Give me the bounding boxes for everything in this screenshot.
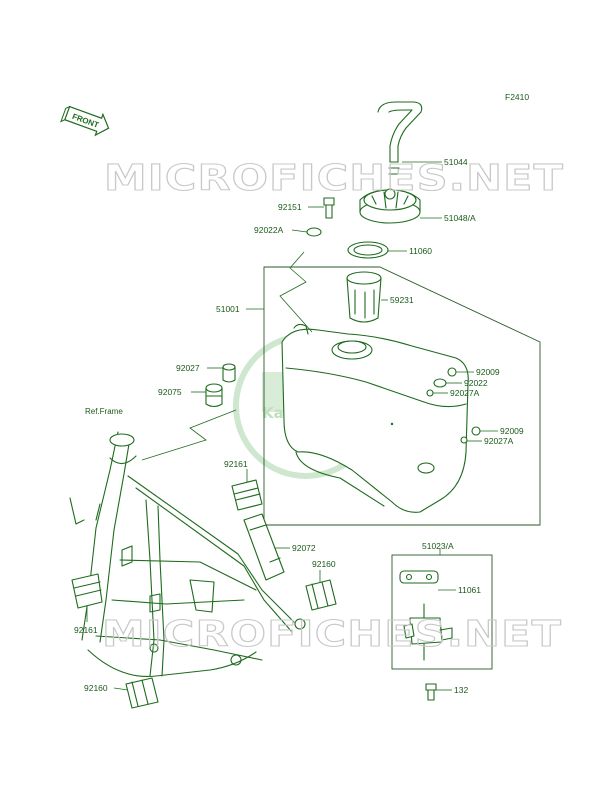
label-92160-a[interactable]: 92160 xyxy=(312,559,336,569)
label-92022[interactable]: 92022 xyxy=(464,378,488,388)
label-51044[interactable]: 51044 xyxy=(444,157,468,167)
label-132[interactable]: 132 xyxy=(454,685,468,695)
damper-92160-right xyxy=(305,579,337,611)
label-11061[interactable]: 11061 xyxy=(458,585,481,595)
damper-92160-lower xyxy=(125,677,159,709)
label-92072[interactable]: 92072 xyxy=(292,543,316,553)
filter-59231 xyxy=(346,271,382,323)
label-92027A-a[interactable]: 92027A xyxy=(450,388,480,398)
damper-92075 xyxy=(205,383,223,408)
leader-lines xyxy=(86,161,498,691)
label-92009-a[interactable]: 92009 xyxy=(476,367,500,377)
collar-92027 xyxy=(222,363,236,383)
frame-reference-drawing xyxy=(69,431,306,678)
label-51001[interactable]: 51001 xyxy=(216,304,240,314)
gasket-11061 xyxy=(399,570,439,584)
screw-132 xyxy=(425,683,437,701)
breather-hose-51044 xyxy=(377,101,423,163)
label-92161-b[interactable]: 92161 xyxy=(74,625,98,635)
grommet-92027A-b xyxy=(460,436,468,444)
label-51023A[interactable]: 51023/A xyxy=(422,541,454,551)
rubber-92161-left xyxy=(71,573,103,609)
gasket-11060 xyxy=(347,241,389,259)
fuel-cock-51023A xyxy=(403,603,453,661)
cap-92009-a xyxy=(447,367,457,377)
label-51048A[interactable]: 51048/A xyxy=(444,213,476,223)
label-ref-frame: Ref.Frame xyxy=(85,407,123,416)
label-92009-b[interactable]: 92009 xyxy=(500,426,524,436)
band-92072 xyxy=(243,513,285,581)
label-92161-a[interactable]: 92161 xyxy=(224,459,248,469)
front-arrow-icon: FRONT xyxy=(60,105,110,137)
label-92151[interactable]: 92151 xyxy=(278,202,302,212)
label-92075[interactable]: 92075 xyxy=(158,387,182,397)
label-59231[interactable]: 59231 xyxy=(390,295,414,305)
label-92027A-b[interactable]: 92027A xyxy=(484,436,514,446)
rubber-92161-upper xyxy=(231,479,263,511)
watermark-top: MICROFICHES.NET xyxy=(104,158,564,199)
cock-assembly-box xyxy=(391,554,493,670)
label-11060[interactable]: 11060 xyxy=(409,246,432,256)
washer-92022 xyxy=(433,378,447,388)
fuel-tank-51001 xyxy=(281,323,469,513)
label-92022A[interactable]: 92022A xyxy=(254,225,284,235)
diagram-code: F2410 xyxy=(505,92,529,102)
tank-assembly-box xyxy=(263,266,541,526)
label-92027[interactable]: 92027 xyxy=(176,363,200,373)
label-92160-b[interactable]: 92160 xyxy=(84,683,108,693)
bolt-92151 xyxy=(323,197,335,219)
watermark-bottom: MICROFICHES.NET xyxy=(102,614,562,655)
grommet-92027A-a xyxy=(426,389,434,397)
fuel-cap-51048A xyxy=(359,188,421,224)
cap-92009-b xyxy=(471,426,481,436)
washer-92022A xyxy=(306,227,322,237)
